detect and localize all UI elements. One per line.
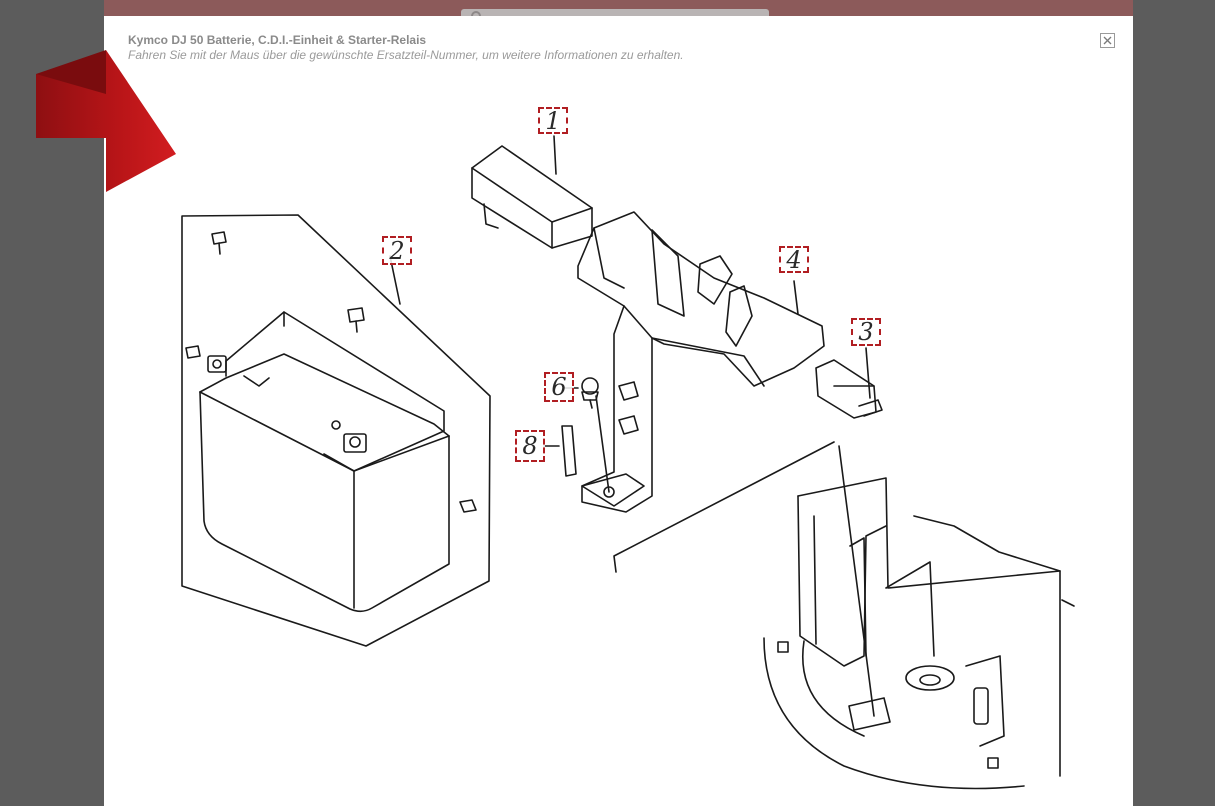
parts-diagram-modal: Kymco DJ 50 Batterie, C.D.I.-Einheit & S…	[104, 16, 1133, 806]
battery-drawing	[181, 214, 491, 647]
holder-bracket-drawing	[577, 211, 825, 513]
battery-box-drawing	[613, 441, 1075, 790]
exploded-parts-drawing	[181, 135, 1075, 790]
part-number-8[interactable]: 8	[515, 430, 545, 462]
part-number-4[interactable]: 4	[779, 246, 809, 273]
part-number-2[interactable]: 2	[382, 236, 412, 265]
modal-subtitle: Fahren Sie mit der Maus über die gewünsc…	[128, 48, 684, 62]
red-arrow-icon	[36, 50, 176, 192]
backdrop-header	[104, 0, 1133, 16]
close-button[interactable]	[1100, 33, 1115, 48]
part-number-3[interactable]: 3	[851, 318, 881, 346]
bolt-and-fuse-drawing	[543, 377, 599, 477]
starter-relay-drawing	[815, 347, 883, 419]
modal-title: Kymco DJ 50 Batterie, C.D.I.-Einheit & S…	[128, 33, 427, 47]
cdi-unit-drawing	[471, 135, 593, 249]
part-number-1[interactable]: 1	[538, 107, 568, 134]
close-icon	[1103, 36, 1112, 45]
part-number-6[interactable]: 6	[544, 372, 574, 402]
